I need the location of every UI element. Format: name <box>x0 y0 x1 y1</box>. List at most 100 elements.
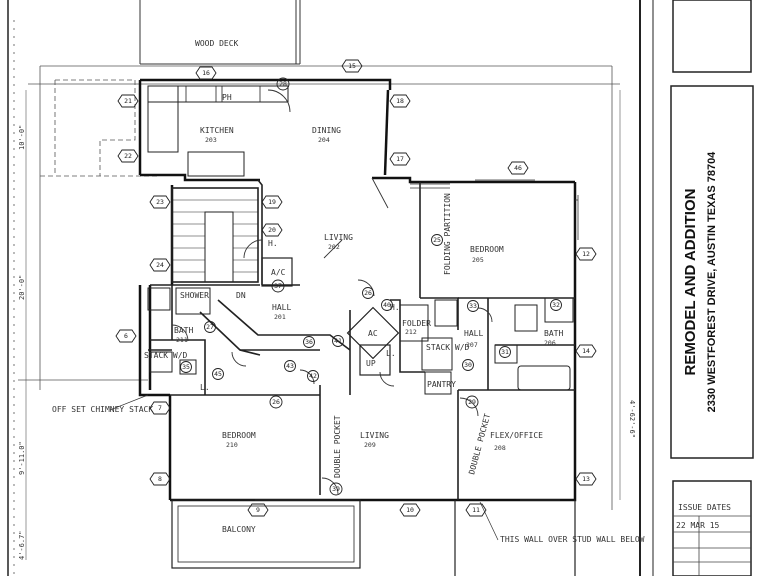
annotation-notes: OFF SET CHIMNEY STACK THIS WALL OVER STU… <box>52 394 645 544</box>
room-label-flex-office: FLEX/OFFICE <box>490 431 543 440</box>
tag-39: 39 <box>332 485 340 493</box>
room-number-hall-center: 201 <box>274 313 286 321</box>
title-block-logo-box <box>672 0 752 73</box>
tag-15: 15 <box>348 62 356 70</box>
tag-21: 21 <box>124 97 132 105</box>
tag-17: 17 <box>396 155 404 163</box>
room-number-hall-right: 207 <box>466 341 478 349</box>
tag-13: 13 <box>582 475 590 483</box>
tag-19: 19 <box>268 198 276 206</box>
tag-10: 10 <box>406 506 414 514</box>
tag-31: 31 <box>501 348 509 356</box>
tag-9: 9 <box>256 506 260 514</box>
issue-dates-box <box>672 480 752 576</box>
tag-12: 12 <box>582 250 590 258</box>
tag-35: 35 <box>182 363 190 371</box>
room-label-bedroom-lower: BEDROOM <box>222 431 256 440</box>
room-number-living-lower: 209 <box>364 441 376 449</box>
room-label-hall-right: HALL <box>464 329 483 338</box>
room-number-dining: 204 <box>318 136 330 144</box>
dimension-mid-left: 20'-0" <box>18 275 26 300</box>
project-title: REMODEL AND ADDITION <box>682 189 699 376</box>
tag-36: 36 <box>305 338 313 346</box>
label-folding-partition: FOLDING PARTITION <box>443 193 452 275</box>
label-stack-wd-right: STACK W/D <box>426 343 470 352</box>
room-label-dining: DINING <box>312 126 341 135</box>
tag-16: 16 <box>202 69 210 77</box>
tag-28: 28 <box>279 80 287 88</box>
label-double-pocket-2: DOUBLE POCKET <box>467 413 492 476</box>
title-block: REMODEL AND ADDITION 2330 WESTFOREST DRI… <box>670 0 754 576</box>
wood-deck <box>139 0 301 65</box>
room-label-folder: FOLDER <box>402 319 431 328</box>
room-label-living-lower: LIVING <box>360 431 389 440</box>
label-h-1: H. <box>268 239 278 248</box>
tag-30: 30 <box>464 361 472 369</box>
note-wall: THIS WALL OVER STUD WALL BELOW <box>500 535 645 544</box>
windows <box>255 179 579 501</box>
tag-37: 37 <box>274 282 282 290</box>
room-number-kitchen: 203 <box>205 136 217 144</box>
label-stack-wd-left: STACK W/D <box>144 351 188 360</box>
label-double-pocket-1: DOUBLE POCKET <box>333 415 342 478</box>
room-label-living-upper: LIVING <box>324 233 353 242</box>
door-swings <box>171 89 493 495</box>
room-number-bath-left: 211 <box>176 336 188 344</box>
label-ph: PH <box>222 93 232 102</box>
issue-dates-label: ISSUE DATES <box>678 503 731 512</box>
tag-8: 8 <box>158 475 162 483</box>
dimension-lower-left: 9'-11.0" <box>18 441 26 475</box>
tag-46: 46 <box>514 164 522 172</box>
tag-25: 25 <box>433 236 441 244</box>
dimension-bottom-left: 4'-6.7" <box>18 530 26 560</box>
label-l-1: L. <box>200 383 210 392</box>
label-pantry: PANTRY <box>427 380 456 389</box>
room-number-living-upper: 202 <box>328 243 340 251</box>
room-label-bath-right: BATH <box>544 329 563 338</box>
room-label-bedroom-right: BEDROOM <box>470 245 504 254</box>
tag-23: 23 <box>156 198 164 206</box>
dimension-upper-left: 10'-0" <box>18 125 26 150</box>
room-number-bath-right: 206 <box>544 339 556 347</box>
roof-outline <box>13 20 620 576</box>
tag-22: 22 <box>124 152 132 160</box>
label-ac-2: AC <box>368 329 378 338</box>
room-label-hall-center: HALL <box>272 303 291 312</box>
tag-43: 43 <box>286 362 294 370</box>
tag-29: 29 <box>468 398 476 406</box>
project-address: 2330 WESTFOREST DRIVE, AUSTIN TEXAS 7870… <box>706 151 718 412</box>
tag-26b: 26 <box>272 398 280 406</box>
tag-7: 7 <box>158 404 162 412</box>
room-number-bedroom-right: 205 <box>472 256 484 264</box>
dimension-strings: 10'-0" 20'-0" 9'-11.0" 4'-6.7" 4'-62'-6" <box>18 90 636 560</box>
room-label-bath-left: BATH <box>174 326 193 335</box>
title-block-project-box <box>670 85 754 459</box>
tag-45: 45 <box>214 370 222 378</box>
room-number-folder: 212 <box>405 328 417 336</box>
label-h-2: H. <box>390 303 400 312</box>
tag-42: 42 <box>309 372 317 380</box>
tag-32: 32 <box>552 301 560 309</box>
tag-14: 14 <box>582 347 590 355</box>
tag-41: 41 <box>334 337 342 345</box>
sheet-border <box>7 0 654 576</box>
room-label-shower: SHOWER <box>180 291 209 300</box>
dimension-right: 4'-62'-6" <box>628 400 636 438</box>
note-chimney: OFF SET CHIMNEY STACK <box>52 405 153 414</box>
wood-deck-label: WOOD DECK <box>195 39 239 48</box>
room-number-bedroom-lower: 210 <box>226 441 238 449</box>
label-ac-1: A/C <box>271 268 286 277</box>
tag-24: 24 <box>156 261 164 269</box>
room-number-flex-office: 208 <box>494 444 506 452</box>
tag-11: 11 <box>472 506 480 514</box>
label-l-2: L. <box>386 349 396 358</box>
tag-33: 33 <box>469 302 477 310</box>
issue-date-entry: 22 MAR 15 <box>676 521 720 530</box>
room-label-kitchen: KITCHEN <box>200 126 234 135</box>
tags: 16 15 21 22 23 24 6 7 8 9 10 11 13 14 12… <box>115 59 597 517</box>
tag-18: 18 <box>396 97 404 105</box>
tag-20: 20 <box>268 226 276 234</box>
tag-27: 27 <box>206 323 214 331</box>
tag-6: 6 <box>124 332 128 340</box>
